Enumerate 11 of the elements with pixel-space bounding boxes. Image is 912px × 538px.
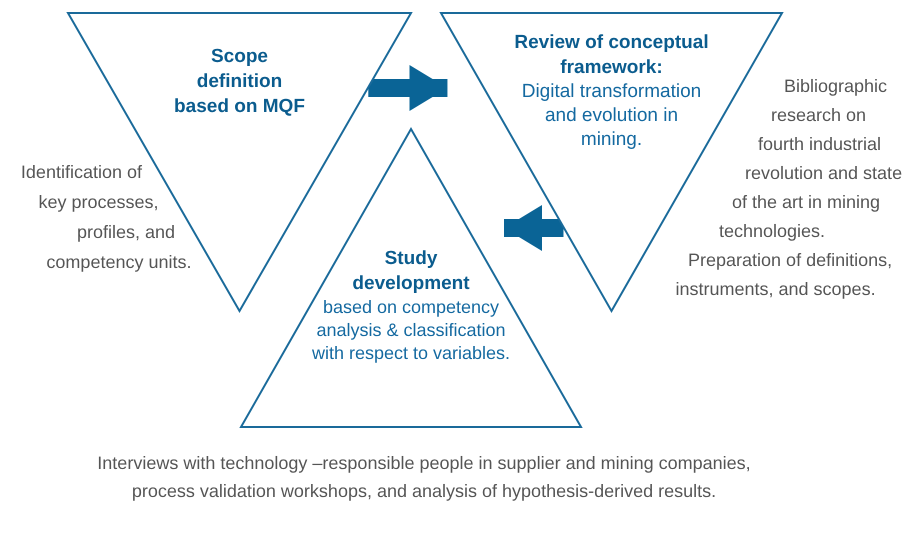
description: Digital transformation and evolution in mining. <box>520 80 702 152</box>
heading: Scope definition based on MQF <box>173 45 306 119</box>
description: based on competency analysis & classification with respect to variables. <box>311 296 511 365</box>
heading: Study development <box>351 247 471 296</box>
annotation-text: Identification of key processes, profiles, and competency units. <box>20 161 192 274</box>
annotation-text: Bibliographic research on fourth industrial revolution and state of the art in mining technologies. <box>718 75 904 243</box>
annotation-text: Interviews with technology –responsible people in supplier and mining companies, process validation workshops, and analysis of hypothesis-derived results. <box>96 452 752 503</box>
arrow <box>368 65 448 111</box>
arrow <box>504 205 564 251</box>
annotation-text: Preparation of definitions, instruments, and scopes. <box>674 249 894 301</box>
heading: Review of conceptual framework: <box>513 31 710 80</box>
